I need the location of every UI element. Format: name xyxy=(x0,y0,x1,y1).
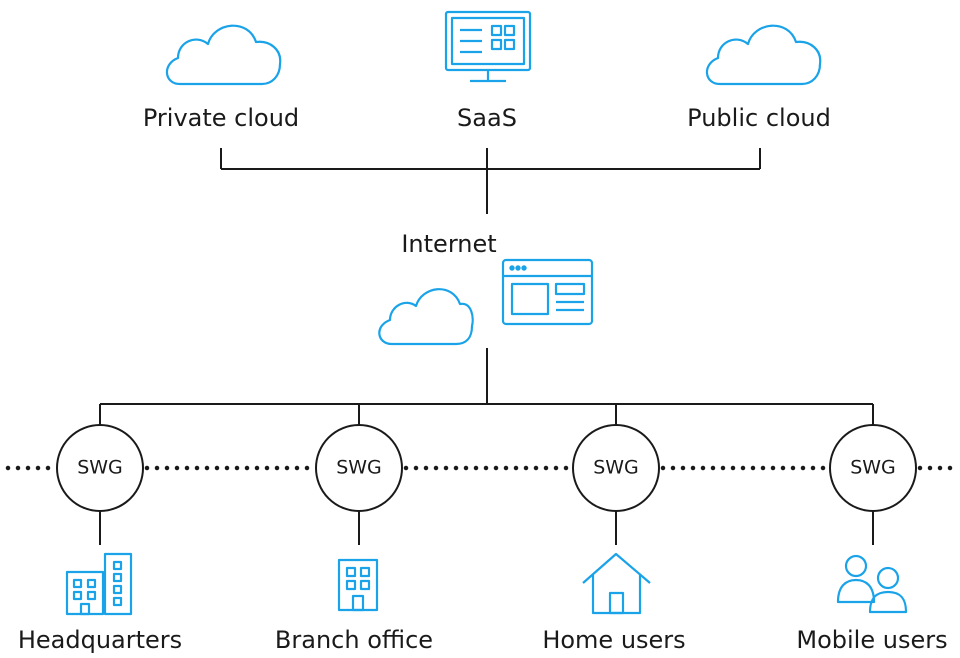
saas-label: SaaS xyxy=(457,104,517,132)
gateway-label-3: SWG xyxy=(593,456,639,479)
cloud-icon xyxy=(165,24,282,86)
mobile-users-label: Mobile users xyxy=(796,626,948,654)
office-buildings-icon xyxy=(65,552,133,616)
cloud-icon xyxy=(378,288,474,346)
gateway-label-1: SWG xyxy=(77,456,123,479)
public-cloud-label: Public cloud xyxy=(687,104,831,132)
monitor-dashboard-icon xyxy=(444,10,532,83)
branch-office-label: Branch office xyxy=(274,626,434,654)
gateway-circle-4 xyxy=(829,424,917,512)
cloud-icon xyxy=(705,24,822,86)
gateway-label-2: SWG xyxy=(336,456,382,479)
users-icon xyxy=(836,554,908,614)
private-cloud-label: Private cloud xyxy=(142,104,300,132)
house-icon xyxy=(582,552,651,615)
browser-window-icon xyxy=(501,258,594,326)
office-building-icon xyxy=(337,558,379,612)
gateway-circle-3 xyxy=(572,424,660,512)
home-users-label: Home users xyxy=(542,626,686,654)
gateway-circle-2 xyxy=(315,424,403,512)
gateway-circle-1 xyxy=(56,424,144,512)
connector-lines xyxy=(99,148,874,545)
internet-label: Internet xyxy=(401,230,497,258)
headquarters-label: Headquarters xyxy=(17,626,183,654)
gateway-circles xyxy=(56,424,917,512)
gateway-label-4: SWG xyxy=(850,456,896,479)
